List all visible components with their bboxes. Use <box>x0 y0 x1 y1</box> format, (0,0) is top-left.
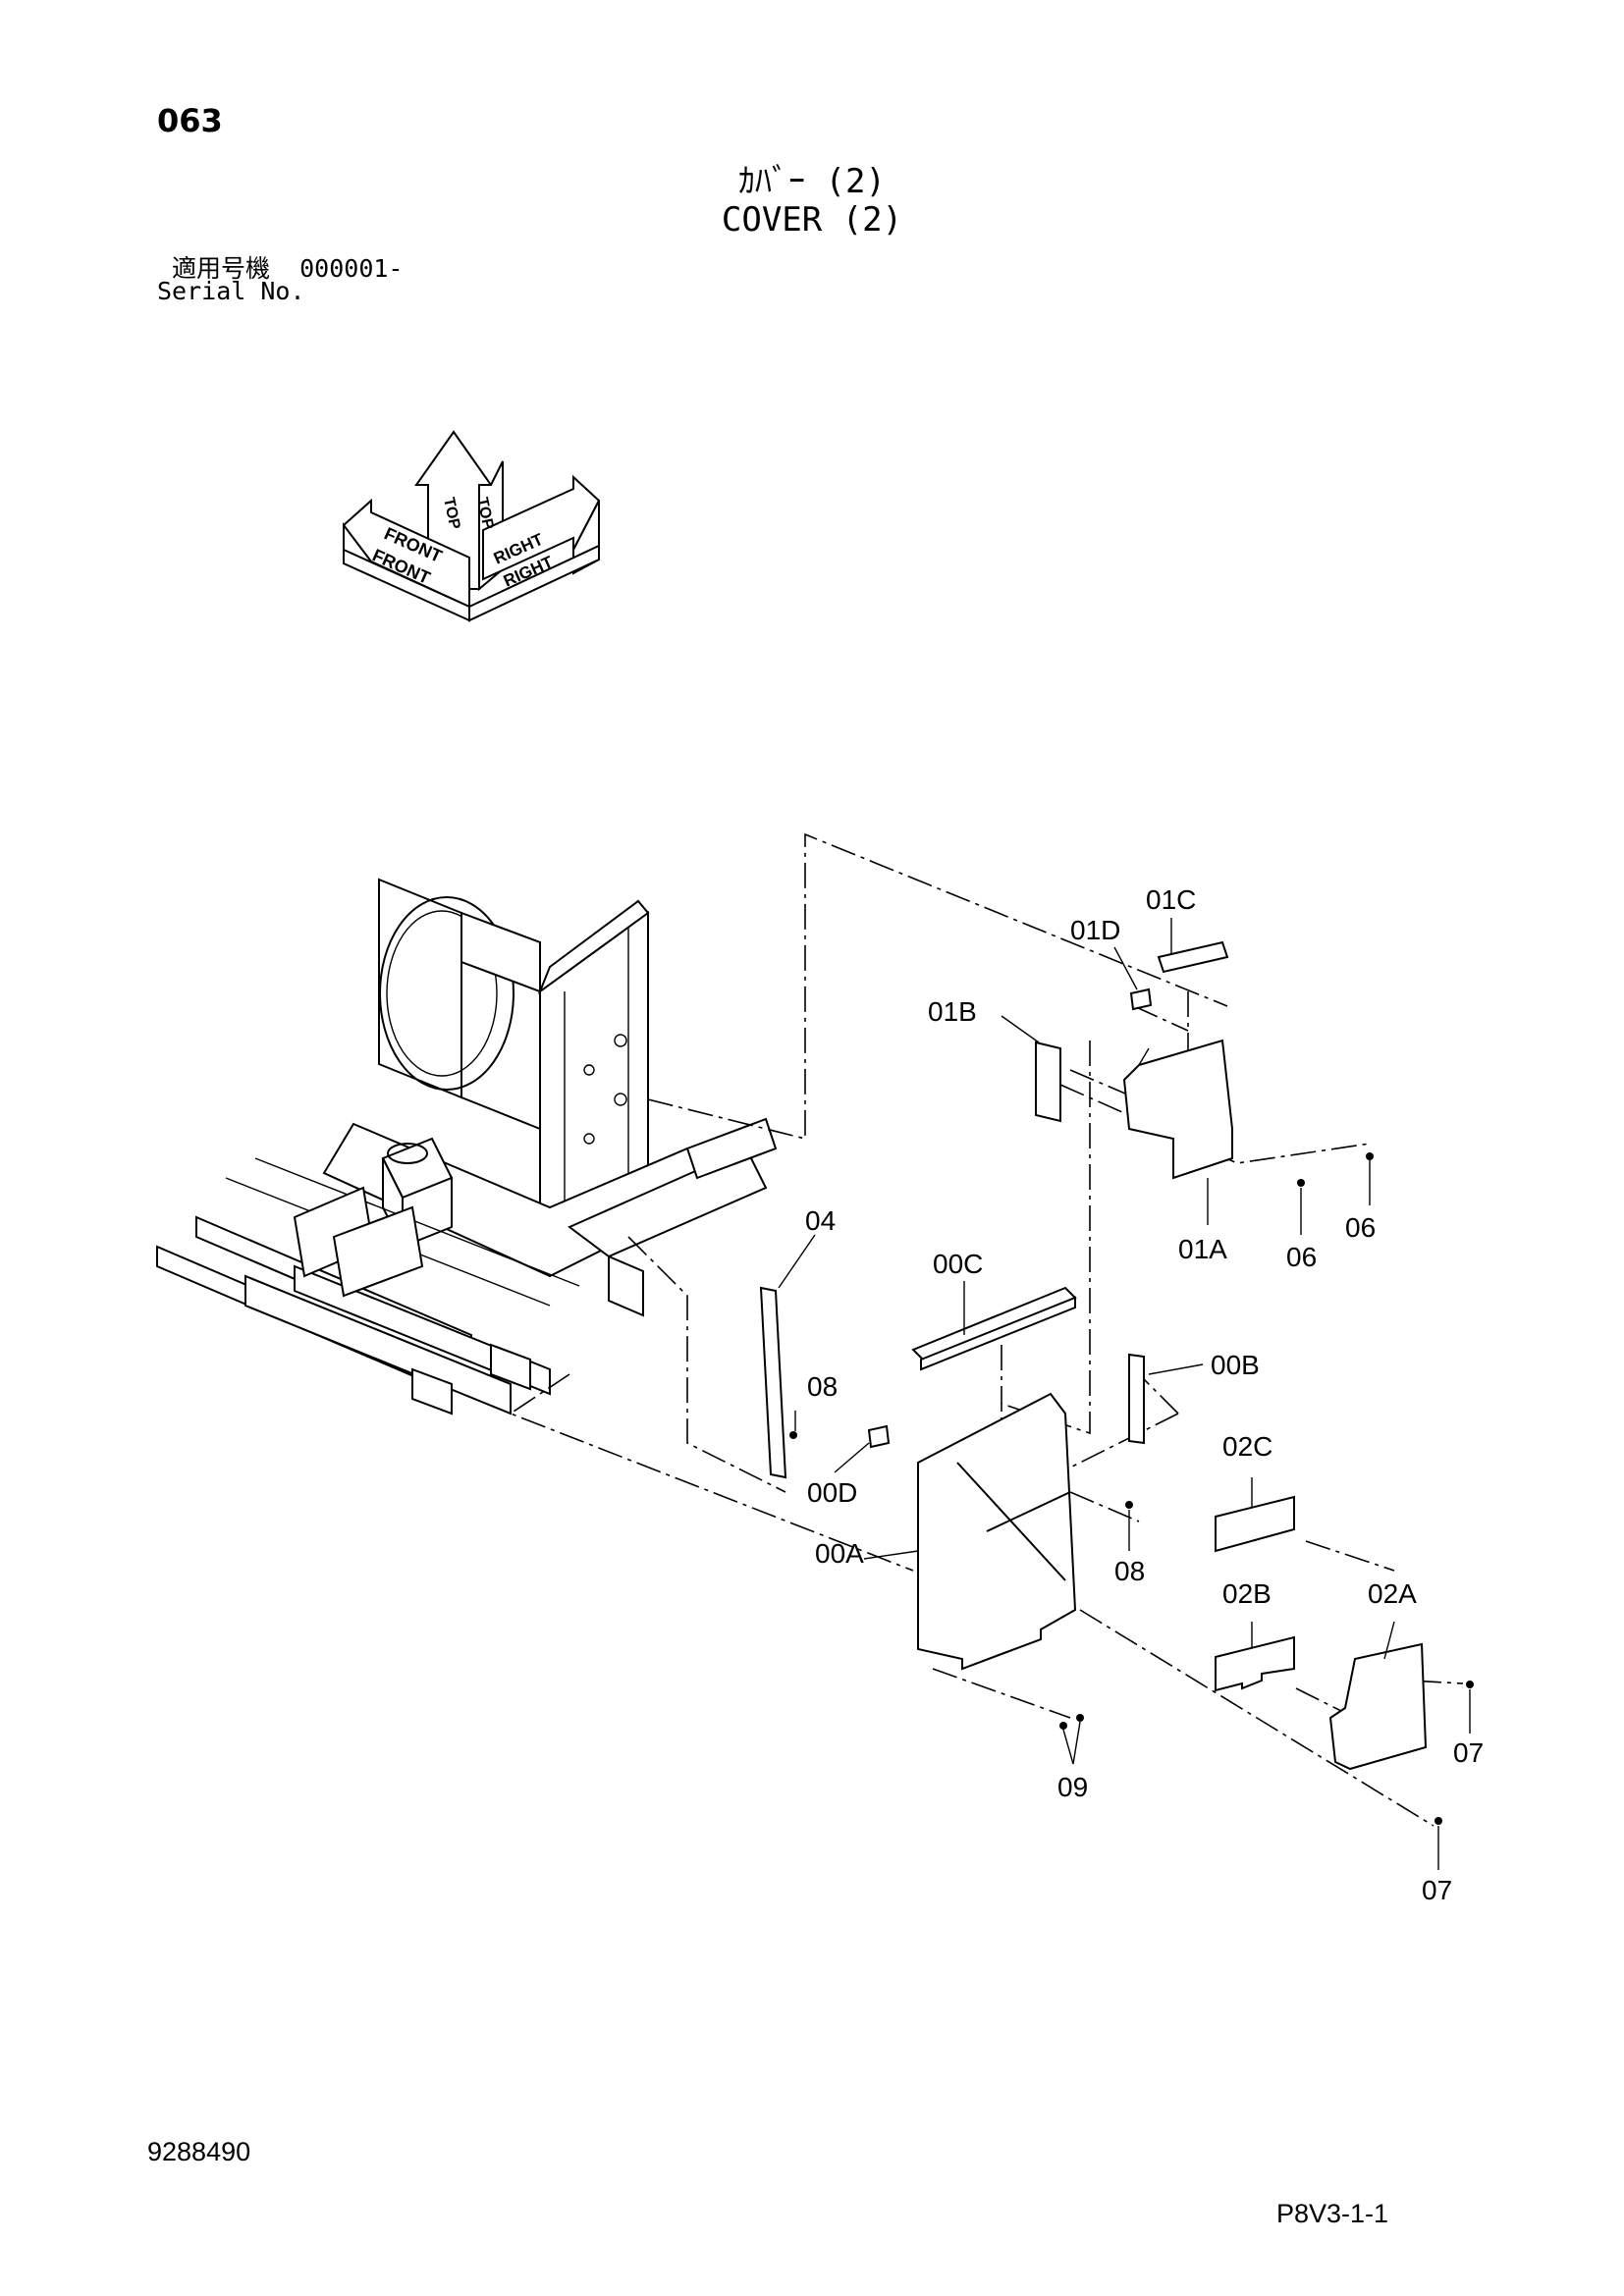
part-01A <box>1122 1039 1233 1180</box>
part-01D <box>1129 988 1153 1011</box>
label-00A: 00A <box>815 1538 864 1569</box>
label-04: 04 <box>805 1205 836 1236</box>
bolt-09b <box>1076 1714 1084 1722</box>
label-01D: 01D <box>1070 915 1120 945</box>
radiator-frame-assembly <box>156 878 778 1415</box>
part-02B <box>1215 1635 1295 1692</box>
title-english: COVER (2) <box>721 200 903 240</box>
orientation-top-a: TOP <box>440 496 462 531</box>
label-07a: 07 <box>1453 1737 1484 1768</box>
label-09: 09 <box>1057 1772 1088 1802</box>
label-06a: 06 <box>1286 1242 1317 1272</box>
label-01C: 01C <box>1146 884 1196 915</box>
serial-label-jp-text: 適用号機 <box>172 254 271 283</box>
label-06b: 06 <box>1345 1212 1376 1243</box>
part-02C <box>1215 1495 1295 1553</box>
label-02C: 02C <box>1222 1431 1272 1462</box>
label-01A: 01A <box>1178 1234 1227 1264</box>
title-japanese: ｶﾊﾞｰ (2) <box>738 162 886 201</box>
page-code: P8V3-1-1 <box>1276 2199 1389 2228</box>
part-01C <box>1157 940 1229 974</box>
label-02A: 02A <box>1368 1578 1417 1609</box>
part-02-group <box>1215 1495 1474 1825</box>
label-07b: 07 <box>1422 1875 1452 1905</box>
serial-label-japanese: 適用号機 000001- <box>172 249 403 285</box>
part-00-group <box>759 1286 1145 1730</box>
part-00B <box>1128 1353 1145 1445</box>
label-08b: 08 <box>1114 1556 1145 1586</box>
orientation-icon: FRONT FRONT TOP TOP RIGHT RIGHT <box>342 430 601 622</box>
bolt-09a <box>1059 1722 1067 1730</box>
label-00C: 00C <box>933 1249 983 1279</box>
serial-value: 000001- <box>299 254 404 283</box>
orientation-top-b: TOP <box>473 496 496 531</box>
part-02A <box>1328 1642 1428 1771</box>
bolt-07b <box>1435 1817 1442 1825</box>
callout-labels: 01C 01D 01B 01A 06 06 04 00C 00B 08 00D … <box>805 884 1484 1905</box>
label-01B: 01B <box>928 996 977 1027</box>
bolt-06a <box>1297 1179 1305 1187</box>
serial-label-english: Serial No. <box>157 277 305 305</box>
bolt-08b <box>1125 1501 1133 1509</box>
part-01B <box>1035 1041 1061 1123</box>
bolt-07a <box>1466 1681 1474 1688</box>
leader-lines <box>778 918 1471 1870</box>
part-00A <box>917 1392 1077 1671</box>
part-04 <box>759 1286 787 1479</box>
label-00B: 00B <box>1211 1350 1260 1380</box>
label-02B: 02B <box>1222 1578 1272 1609</box>
label-08a: 08 <box>807 1371 838 1402</box>
bolt-08a <box>789 1431 797 1439</box>
drawing-number: 9288490 <box>147 2137 251 2166</box>
part-00C <box>911 1286 1077 1362</box>
part-00D <box>867 1424 891 1449</box>
bolt-06b <box>1366 1152 1374 1160</box>
page-number: 063 <box>157 102 223 139</box>
part-01-group <box>1035 940 1374 1187</box>
label-00D: 00D <box>807 1477 857 1508</box>
